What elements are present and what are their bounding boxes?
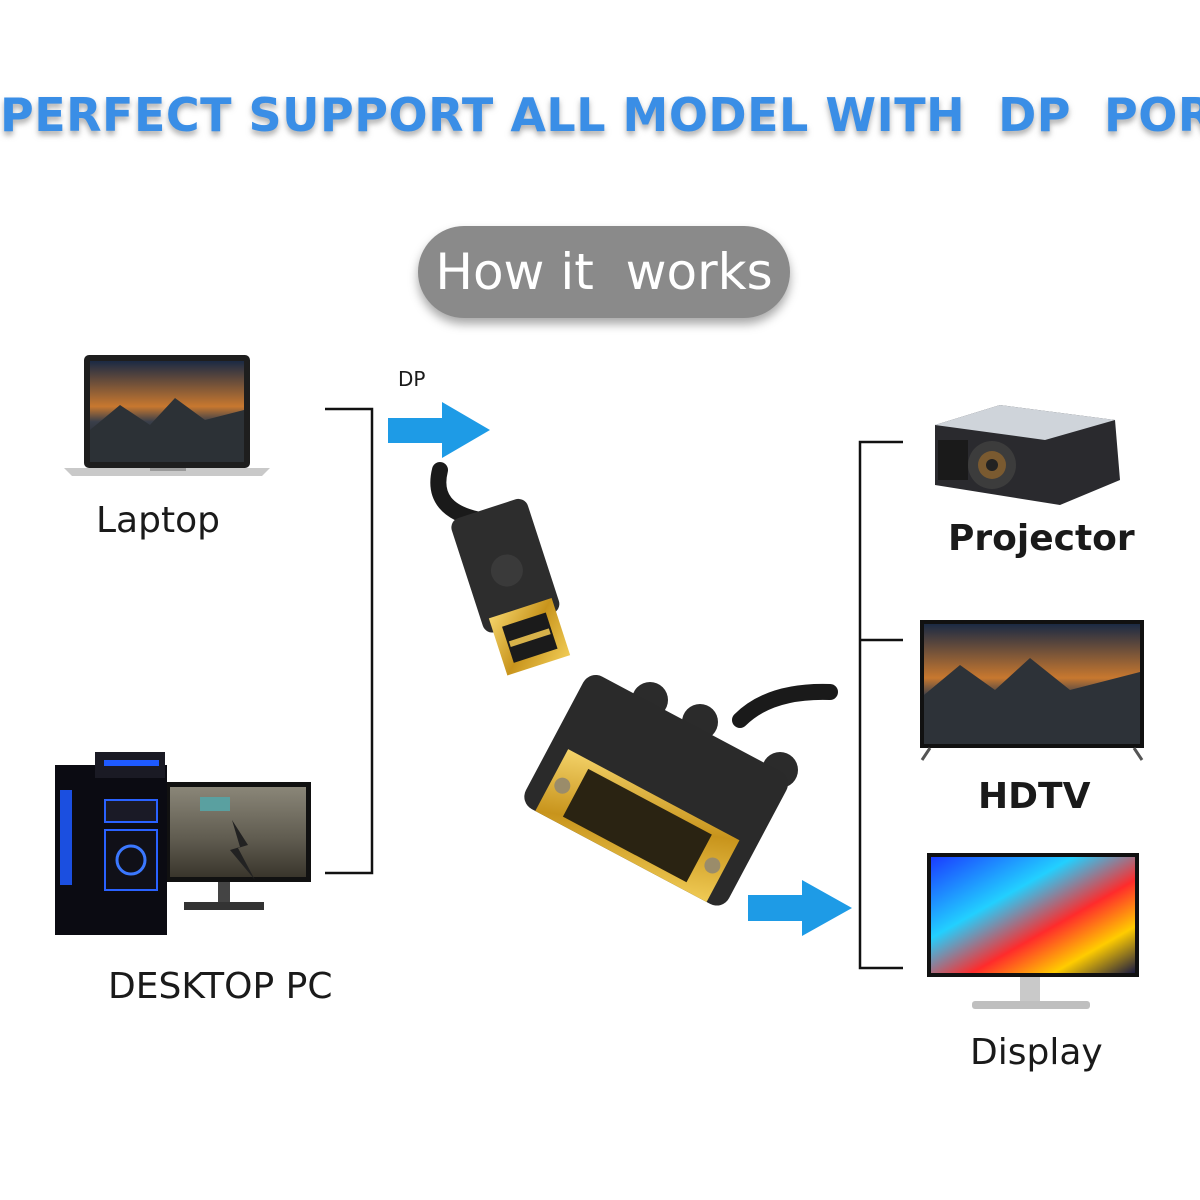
display-monitor-icon <box>927 853 1139 1009</box>
source-bracket <box>325 407 374 875</box>
how-it-works-label: How it works <box>435 243 773 301</box>
hdtv-icon <box>920 620 1144 761</box>
desktop-pc-icon <box>55 752 311 935</box>
output-bracket <box>858 440 903 970</box>
projector-label: Projector <box>948 518 1135 559</box>
displayport-connector-icon <box>430 462 571 676</box>
how-it-works-badge: How it works <box>418 226 790 318</box>
dp-arrow-icon <box>388 402 490 458</box>
display-label: Display <box>970 1032 1103 1073</box>
laptop-icon <box>64 355 270 476</box>
dp-label: DP <box>398 367 426 391</box>
output-arrow-icon <box>748 880 852 936</box>
page-headline: PERFECT SUPPORT ALL MODEL WITH DP PORT <box>0 88 1200 142</box>
desktop-pc-label: DESKTOP PC <box>108 966 333 1007</box>
laptop-label: Laptop <box>96 500 220 541</box>
dvi-connector-icon <box>524 674 838 906</box>
projector-icon <box>935 405 1120 505</box>
hdtv-label: HDTV <box>978 776 1091 817</box>
